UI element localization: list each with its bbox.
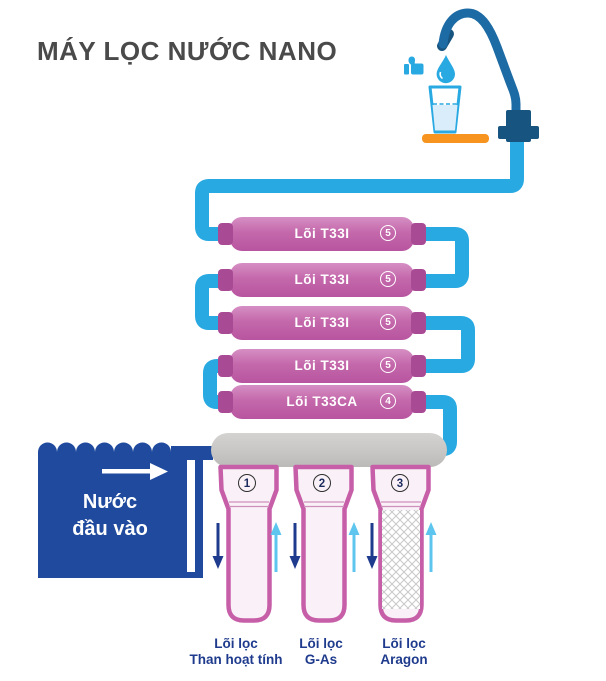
tank-label-line2: đầu vào — [72, 518, 148, 540]
cartridge-t33i-3: Lõi T33I 5 — [218, 306, 426, 340]
cartridge-t33i-2: Lõi T33I 5 — [218, 263, 426, 297]
cartridge-cap-left — [218, 269, 233, 291]
page-title: MÁY LỌC NƯỚC NANO — [37, 36, 338, 66]
cartridge-t33i-1: Lõi T33I 5 — [218, 217, 426, 251]
filter-manifold-head — [211, 433, 447, 467]
pipe-cartridge2-to-3 — [195, 274, 241, 330]
cartridge-cap-right — [411, 355, 426, 377]
cartridge-number-badge: 5 — [380, 225, 396, 241]
cartridge-number-badge: 5 — [380, 271, 396, 287]
cartridge-label: Lõi T33I — [294, 272, 350, 287]
tank-wall-gap — [187, 460, 195, 572]
filter-label-than-hoat-tinh: Lõi lọc Than hoạt tính — [166, 636, 306, 667]
cartridge-cap-left — [218, 312, 233, 334]
cartridge-label: Lõi T33I — [294, 315, 350, 330]
cartridge-cap-right — [411, 223, 426, 245]
glass-tray-shelf — [422, 134, 489, 143]
right-arrow-icon — [102, 463, 168, 480]
cartridge-cap-right — [411, 269, 426, 291]
cartridge-number-badge: 4 — [380, 393, 396, 409]
cartridge-label: Lõi T33I — [294, 358, 350, 373]
pipe-cartridge3-to-4 — [409, 316, 475, 373]
filter-label-line1: Lõi lọc — [382, 636, 426, 651]
cartridge-cap-left — [218, 355, 233, 377]
cartridge-t33i-4: Lõi T33I 5 — [218, 349, 426, 383]
water-drop-icon — [436, 55, 455, 84]
pipe-cartridge4-to-5 — [203, 359, 241, 409]
glass-water — [432, 105, 458, 131]
cartridge-cap-right — [411, 391, 426, 413]
filter-label-aragon: Lõi lọc Aragon — [334, 636, 474, 667]
filter-label-g-as: Lõi lọc G-As — [251, 636, 391, 667]
faucet-base-wings — [498, 126, 539, 139]
filter-number-badge-2: 2 — [313, 474, 331, 492]
cartridge-label: Lõi T33I — [294, 226, 350, 241]
faucet-gooseneck — [438, 8, 521, 125]
pipe-faucet-to-cartridge1 — [195, 127, 524, 241]
thumbs-up-icon — [404, 56, 424, 75]
filter-label-line1: Lõi lọc — [299, 636, 343, 651]
cartridge-cap-left — [218, 391, 233, 413]
pipe-network — [195, 127, 524, 456]
cartridge-cap-right — [411, 312, 426, 334]
filter-label-line2: Than hoạt tính — [189, 651, 283, 667]
filter-label-line2: G-As — [304, 651, 338, 667]
filter-number-badge-1: 1 — [238, 474, 256, 492]
pipe-cartridge1-to-2 — [409, 227, 469, 288]
cartridge-cap-left — [218, 223, 233, 245]
tank-label: Nước đầu vào — [45, 489, 175, 543]
faucet-icon — [437, 8, 539, 142]
cartridge-number-badge: 5 — [380, 314, 396, 330]
cartridge-number-badge: 5 — [380, 357, 396, 373]
tank-body — [38, 442, 213, 578]
water-glass-icon — [428, 85, 462, 134]
filter-label-line2: Aragon — [380, 651, 428, 667]
cartridge-t33ca-5: Lõi T33CA 4 — [218, 385, 426, 419]
tank-label-line1: Nước — [82, 491, 138, 513]
filter-label-line1: Lõi lọc — [214, 636, 258, 651]
cartridge-label: Lõi T33CA — [286, 394, 358, 409]
filter-number-badge-3: 3 — [391, 474, 409, 492]
input-water-tank — [38, 442, 213, 578]
